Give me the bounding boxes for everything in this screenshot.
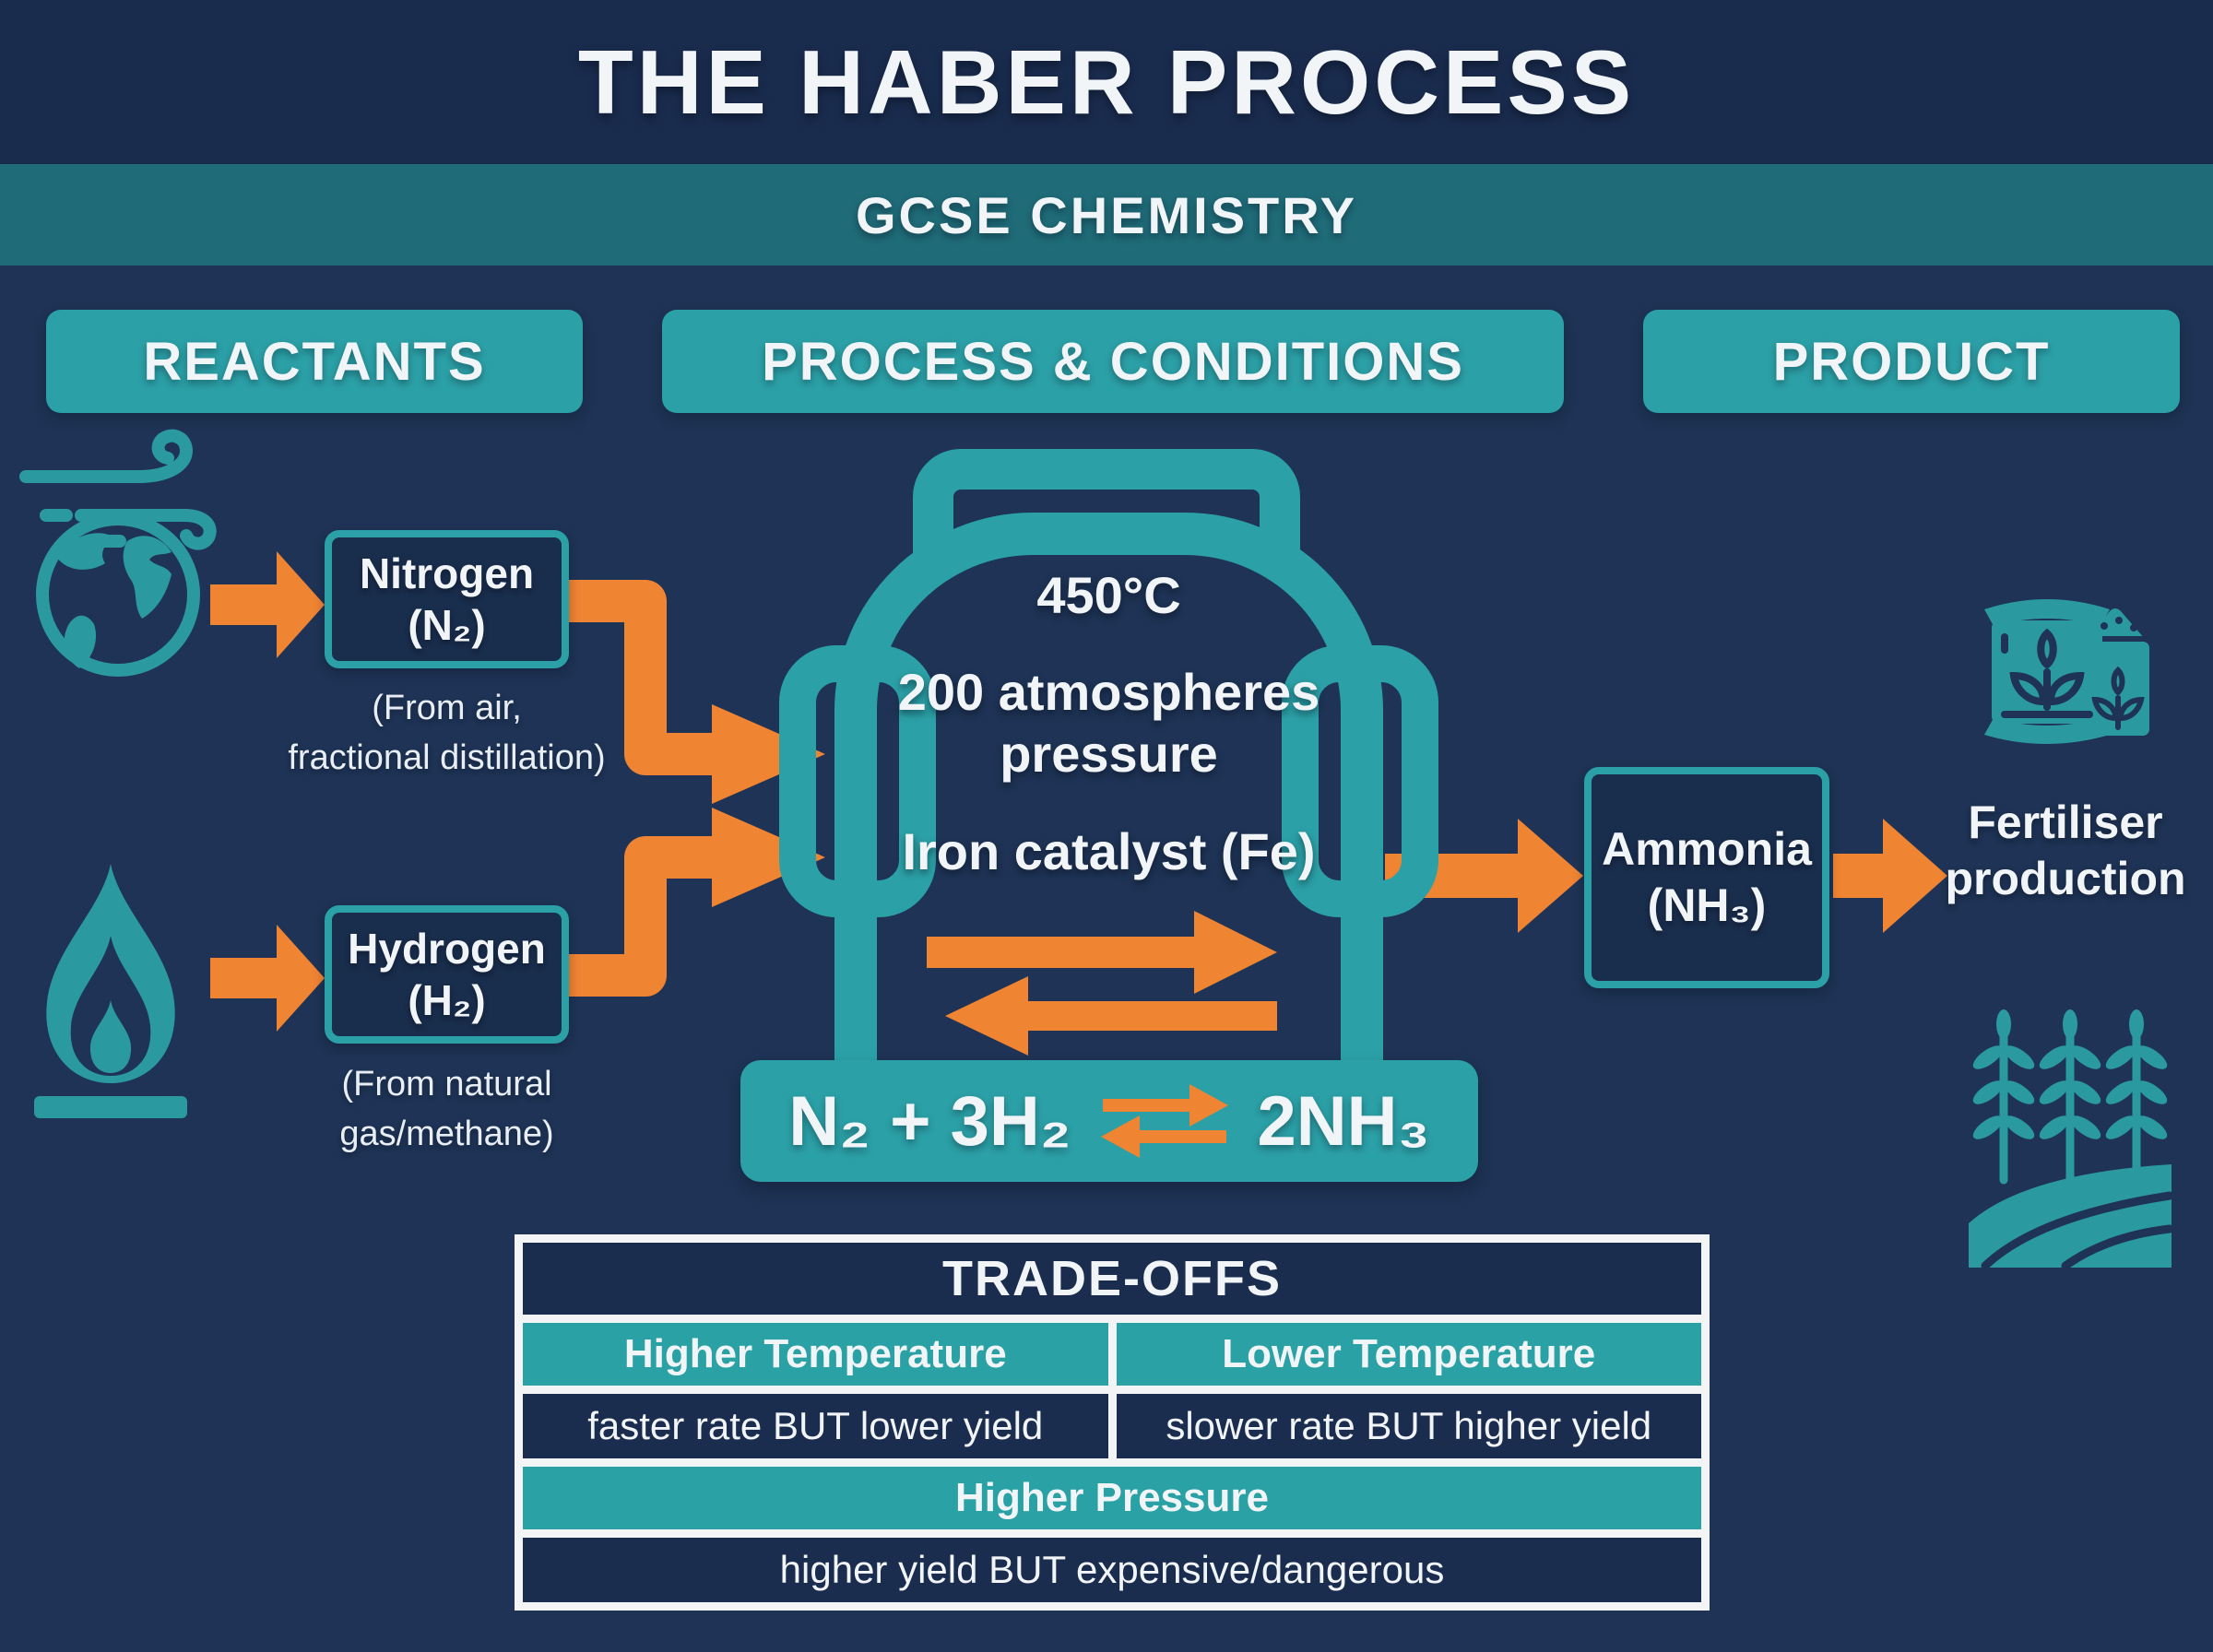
- reactor-side-handle-left: [779, 645, 936, 917]
- nitrogen-pipe: [569, 580, 716, 775]
- hydrogen-pipe: [569, 836, 716, 997]
- tradeoffs-header-lower-temperature: Lower Temperature: [1116, 1323, 1701, 1386]
- hydrogen-source: (From natural gas/methane): [214, 1060, 680, 1160]
- nitrogen-box: Nitrogen (N₂): [325, 530, 569, 668]
- earth-wind-icon: [19, 429, 217, 677]
- hydrogen-box: Hydrogen (H₂): [325, 905, 569, 1044]
- hydrogen-pipe-arrowhead: [712, 808, 825, 907]
- hydrogen-source-line2: gas/methane): [339, 1114, 554, 1153]
- tradeoffs-header-higher-temperature: Higher Temperature: [523, 1323, 1108, 1386]
- product-use-line2: production: [1945, 853, 2186, 904]
- column-header-reactants-label: REACTANTS: [143, 331, 486, 392]
- page-title: THE HABER PROCESS: [577, 30, 1636, 133]
- column-header-product-label: PRODUCT: [1772, 331, 2051, 392]
- nitrogen-name: Nitrogen: [359, 549, 535, 597]
- equilibrium-arrows-icon: [927, 911, 1277, 1056]
- product-use-label: Fertiliser production: [1918, 795, 2213, 907]
- equation-products: 2NH₃: [1257, 1081, 1430, 1161]
- tradeoffs-value-lower-temperature: slower rate BUT higher yield: [1116, 1394, 1701, 1458]
- ammonia-name: Ammonia: [1602, 823, 1812, 875]
- arrow-vessel-to-ammonia: [1385, 819, 1583, 933]
- flame-icon: [34, 864, 187, 1118]
- condition-catalyst: Iron catalyst (Fe): [902, 821, 1316, 880]
- equilibrium-arrows-small-icon: [1100, 1084, 1228, 1158]
- tradeoffs-table: TRADE-OFFS Higher Temperature Lower Temp…: [515, 1234, 1710, 1611]
- reactor-conditions: 450°C 200 atmospheres pressure Iron cata…: [881, 564, 1337, 882]
- nitrogen-source-line2: fractional distillation): [288, 738, 606, 777]
- product-use-line1: Fertiliser: [1968, 796, 2163, 848]
- nitrogen-pipe-arrowhead: [712, 704, 825, 804]
- nitrogen-formula: (N₂): [408, 601, 486, 649]
- tradeoffs-value-higher-pressure: higher yield BUT expensive/dangerous: [523, 1538, 1701, 1602]
- column-header-process: PROCESS & CONDITIONS: [662, 310, 1564, 413]
- condition-pressure: 200 atmospheres pressure: [897, 663, 1320, 784]
- tradeoffs-value-higher-temperature: faster rate BUT lower yield: [523, 1394, 1108, 1458]
- tradeoffs-title: TRADE-OFFS: [523, 1243, 1701, 1315]
- hydrogen-source-line1: (From natural: [341, 1065, 552, 1103]
- fertiliser-bags-icon: [1984, 599, 2155, 744]
- arrow-gas-to-hydrogen: [210, 925, 325, 1032]
- ammonia-box: Ammonia (NH₃): [1584, 767, 1829, 988]
- subtitle-band: GCSE CHEMISTRY: [0, 164, 2213, 266]
- title-bar: THE HABER PROCESS: [0, 0, 2213, 164]
- arrow-ammonia-to-fertiliser: [1833, 819, 1947, 933]
- subtitle: GCSE CHEMISTRY: [856, 185, 1357, 244]
- column-header-process-label: PROCESS & CONDITIONS: [762, 331, 1464, 392]
- arrow-air-to-nitrogen: [210, 551, 325, 658]
- field-crops-icon: [1969, 1009, 2172, 1268]
- ammonia-formula: (NH₃): [1647, 879, 1767, 931]
- nitrogen-source-line1: (From air,: [372, 689, 522, 727]
- column-header-reactants: REACTANTS: [46, 310, 583, 413]
- hydrogen-name: Hydrogen: [348, 924, 546, 973]
- hydrogen-formula: (H₂): [408, 976, 486, 1024]
- column-header-product: PRODUCT: [1643, 310, 2180, 413]
- equation-banner: N₂ + 3H₂ 2NH₃: [740, 1060, 1478, 1182]
- tradeoffs-header-higher-pressure: Higher Pressure: [523, 1467, 1701, 1529]
- condition-temperature: 450°C: [1036, 566, 1181, 624]
- equation-reactants: N₂ + 3H₂: [788, 1081, 1071, 1161]
- nitrogen-source: (From air, fractional distillation): [214, 684, 680, 784]
